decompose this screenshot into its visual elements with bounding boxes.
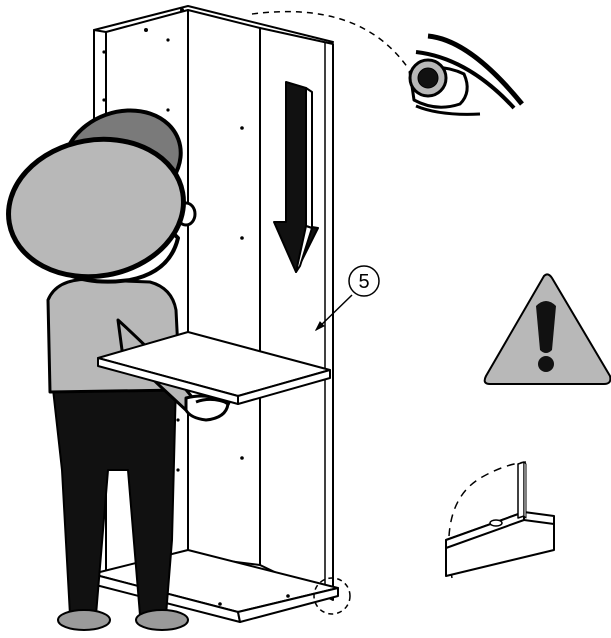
person-left-shoe xyxy=(58,610,110,630)
part-callout-number: 5 xyxy=(358,271,369,293)
warning-triangle-icon xyxy=(485,274,611,384)
eye-icon xyxy=(410,36,522,114)
cabinet-back-panel-right xyxy=(188,10,260,565)
corner-detail-inset xyxy=(446,462,554,578)
person-right-shoe xyxy=(136,610,188,630)
